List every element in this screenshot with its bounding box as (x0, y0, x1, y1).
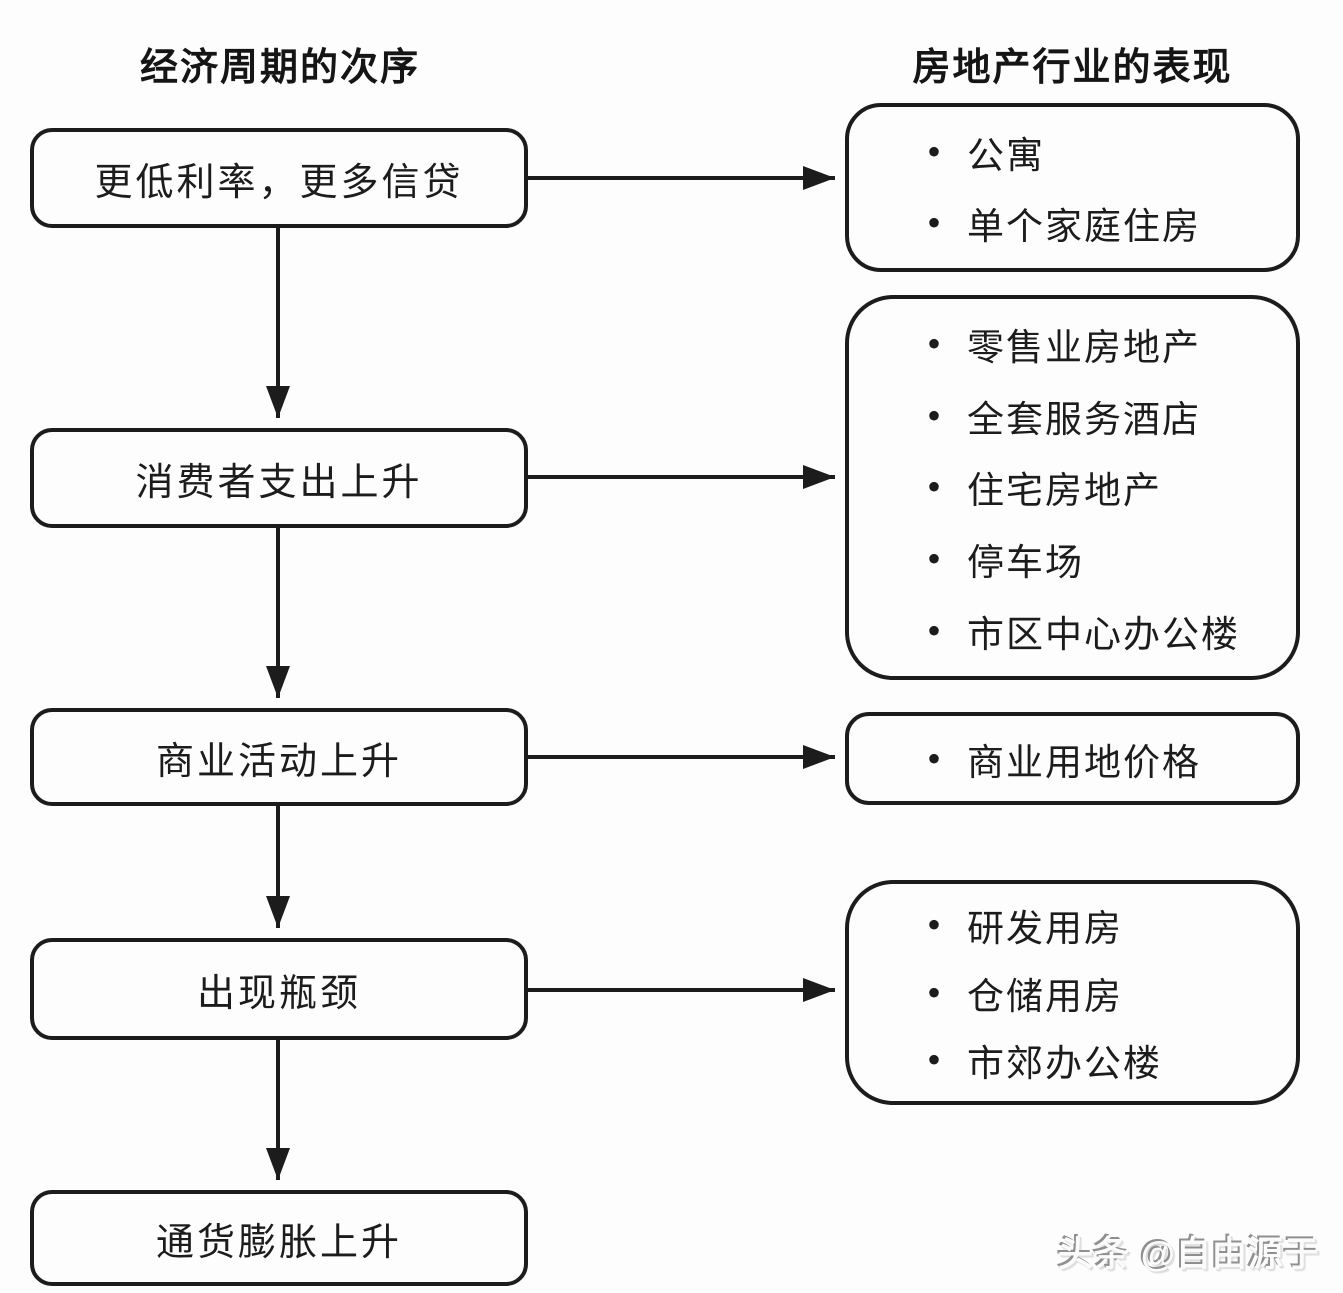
bullet-item: 住宅房地产 (927, 460, 1286, 514)
bullet-item: 研发用房 (927, 898, 1286, 952)
bullet-item: 仓储用房 (927, 966, 1286, 1020)
bullet-item: 全套服务酒店 (927, 389, 1286, 443)
bullet-list: 零售业房地产 全套服务酒店 住宅房地产 停车场 市区中心办公楼 (849, 299, 1296, 676)
flow-box-label: 通货膨胀上升 (155, 1221, 402, 1264)
result-box-land-price: 商业用地价格 (845, 712, 1300, 805)
result-box-rd-warehouse: 研发用房 仓储用房 市郊办公楼 (845, 880, 1300, 1105)
bullet-item: 停车场 (927, 532, 1286, 586)
flow-box-consumer-spending: 消费者支出上升 (30, 428, 528, 528)
result-box-housing: 公寓 单个家庭住房 (845, 103, 1300, 272)
flow-box-label: 更低利率，更多信贷 (94, 161, 464, 204)
bullet-list: 研发用房 仓储用房 市郊办公楼 (849, 884, 1296, 1101)
bullet-item: 公寓 (927, 125, 1286, 179)
flow-box-label: 消费者支出上升 (135, 461, 423, 504)
result-box-retail-hotel: 零售业房地产 全套服务酒店 住宅房地产 停车场 市区中心办公楼 (845, 295, 1300, 680)
bullet-item: 零售业房地产 (927, 317, 1286, 371)
bullet-item: 单个家庭住房 (927, 196, 1286, 250)
flow-box-lower-rates: 更低利率，更多信贷 (30, 128, 528, 228)
flow-box-business-activity: 商业活动上升 (30, 708, 528, 806)
bullet-list: 公寓 单个家庭住房 (849, 107, 1296, 268)
bullet-item: 市区中心办公楼 (927, 604, 1286, 658)
flow-box-label: 商业活动上升 (155, 740, 402, 783)
bullet-item: 商业用地价格 (927, 732, 1286, 786)
flow-box-bottleneck: 出现瓶颈 (30, 938, 528, 1040)
right-column-header: 房地产行业的表现 (912, 47, 1233, 89)
left-column-header: 经济周期的次序 (139, 47, 420, 89)
bullet-list: 商业用地价格 (849, 716, 1296, 801)
flow-box-label: 出现瓶颈 (196, 972, 361, 1015)
bullet-item: 市郊办公楼 (927, 1033, 1286, 1087)
flow-box-inflation: 通货膨胀上升 (30, 1190, 528, 1286)
watermark-text: 头条 @自由源于 (1058, 1235, 1320, 1274)
